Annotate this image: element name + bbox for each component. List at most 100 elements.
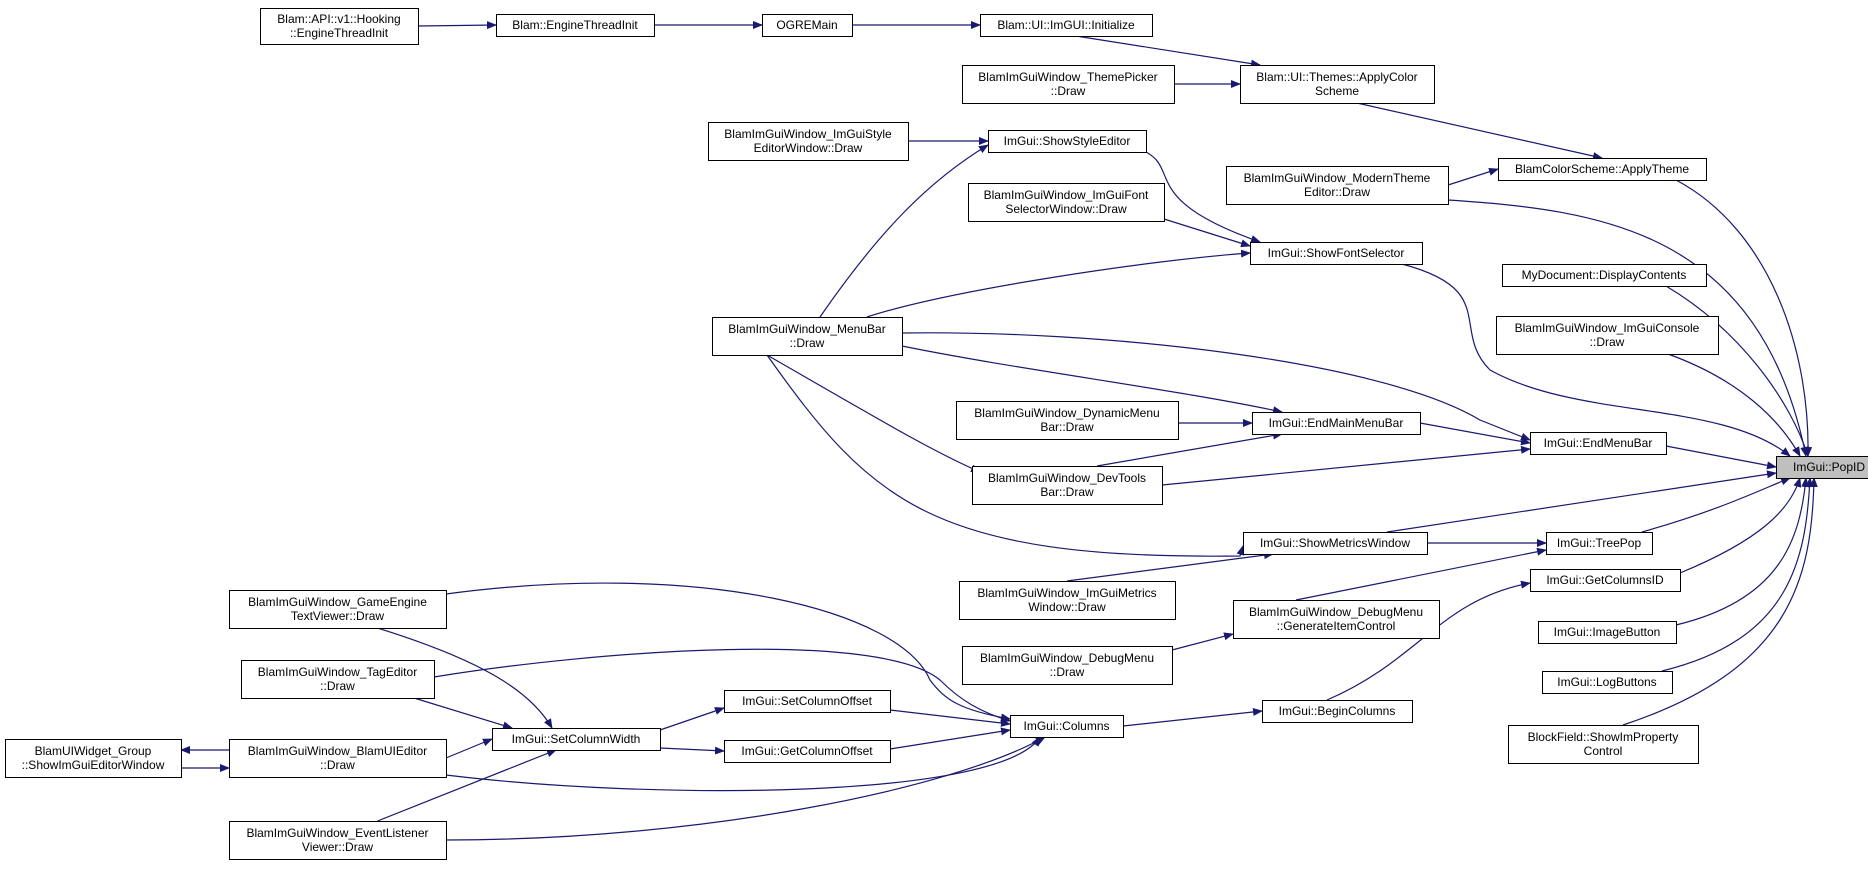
node-endmainmenubar[interactable]: ImGui::EndMainMenuBar [1252, 412, 1421, 435]
node-getcolumnoffset[interactable]: ImGui::GetColumnOffset [724, 740, 891, 763]
node-showfontselector[interactable]: ImGui::ShowFontSelector [1250, 242, 1423, 265]
node-popid[interactable]: ImGui::PopID [1776, 456, 1868, 479]
edge-blamcolorscheme-to-popid [1675, 179, 1813, 457]
node-showmetricswindow-box [1243, 532, 1428, 555]
node-tageditor-label: BlamImGuiWindow_TagEditor [258, 665, 417, 679]
node-uiinit[interactable]: Blam::UI::ImGUI::Initialize [980, 14, 1153, 37]
node-fontselectorwindow-label: BlamImGuiWindow_ImGuiFont [984, 188, 1149, 202]
node-menubar-box [712, 317, 903, 356]
node-blamuieditor[interactable]: BlamImGuiWindow_BlamUIEditor::Draw [229, 739, 447, 778]
edge-showfontselector-to-popid [1401, 263, 1791, 457]
node-setcolumnwidth-label: ImGui::SetColumnWidth [512, 732, 641, 746]
node-ogremain[interactable]: OGREMain [762, 14, 853, 37]
edge-uiinit-to-applycolor [1075, 35, 1261, 68]
node-logbuttons[interactable]: ImGui::LogButtons [1542, 671, 1673, 694]
edge-logbuttons-to-popid [1661, 477, 1814, 672]
node-blockfield-label: Control [1584, 744, 1623, 758]
node-showmetricswindow[interactable]: ImGui::ShowMetricsWindow [1243, 532, 1428, 555]
node-debugmenugen-label: ::GenerateItemControl [1277, 619, 1396, 633]
node-enginethreadinit-label: Blam::EngineThreadInit [512, 18, 638, 32]
edge-gameenginetextviewer-to-setcolumnwidth [377, 627, 553, 729]
node-showfontselector-label: ImGui::ShowFontSelector [1268, 246, 1405, 260]
node-showstyleeditor[interactable]: ImGui::ShowStyleEditor [988, 130, 1147, 153]
edge-tageditor-to-setcolumnwidth [413, 697, 513, 730]
node-debugmenugen[interactable]: BlamImGuiWindow_DebugMenu::GenerateItemC… [1233, 600, 1440, 639]
node-menubar-label: BlamImGuiWindow_MenuBar [728, 322, 885, 336]
edge-setcolumnwidth-to-getcolumnoffset [659, 746, 725, 755]
node-imagebutton[interactable]: ImGui::ImageButton [1538, 621, 1677, 644]
node-endmenubar[interactable]: ImGui::EndMenuBar [1530, 432, 1667, 455]
node-themepicker[interactable]: BlamImGuiWindow_ThemePicker::Draw [962, 65, 1175, 104]
node-uiinit-box [980, 14, 1153, 37]
node-debugmenudraw-label: ::Draw [1050, 665, 1085, 679]
node-eventlistenerviewer-label: Viewer::Draw [302, 840, 373, 854]
node-devtoolsbar-label: BlamImGuiWindow_DevTools [988, 471, 1146, 485]
node-menubar[interactable]: BlamImGuiWindow_MenuBar::Draw [712, 317, 903, 356]
edge-apihooking-to-enginethreadinit [417, 21, 497, 30]
node-uiinit-label: Blam::UI::ImGUI::Initialize [997, 18, 1135, 32]
edge-eventlistenerviewer-to-columns [445, 736, 1046, 841]
edge-showstyleeditor-to-showfontselector [1145, 151, 1261, 243]
node-getcolumnsid[interactable]: ImGui::GetColumnsID [1530, 569, 1681, 592]
node-styleeditorwindow[interactable]: BlamImGuiWindow_ImGuiStyleEditorWindow::… [708, 122, 909, 161]
node-widgetgroup[interactable]: BlamUIWidget_Group::ShowImGuiEditorWindo… [5, 739, 182, 778]
node-applycolor-box [1240, 65, 1435, 104]
node-menubar-label: ::Draw [790, 336, 825, 350]
edge-showmetricswindow-to-popid [1386, 470, 1777, 533]
edge-gameenginetextviewer-to-columns [445, 582, 1011, 722]
node-blamcolorscheme[interactable]: BlamColorScheme::ApplyTheme [1498, 158, 1707, 181]
node-columns[interactable]: ImGui::Columns [1010, 715, 1124, 738]
node-apihooking[interactable]: Blam::API::v1::Hooking::EngineThreadInit [260, 8, 419, 45]
edge-menubar-to-showmetricswindow [766, 354, 1245, 557]
node-themepicker-label: BlamImGuiWindow_ThemePicker [978, 70, 1157, 84]
edge-debugmenudraw-to-debugmenugen [1171, 632, 1234, 651]
edge-getcolumnsid-to-popid [1679, 477, 1802, 574]
edge-treepop-to-popid [1641, 477, 1791, 533]
node-mydocument[interactable]: MyDocument::DisplayContents [1502, 264, 1707, 287]
node-endmainmenubar-label: ImGui::EndMainMenuBar [1269, 416, 1404, 430]
node-fontselectorwindow-box [968, 183, 1165, 222]
node-getcolumnoffset-label: ImGui::GetColumnOffset [741, 744, 873, 758]
node-treepop[interactable]: ImGui::TreePop [1546, 532, 1653, 555]
node-gameenginetextviewer-box [229, 590, 447, 629]
node-dynamicmenubar-box [956, 401, 1179, 440]
node-debugmenudraw[interactable]: BlamImGuiWindow_DebugMenu::Draw [962, 646, 1173, 685]
node-apihooking-box [260, 8, 419, 45]
node-mydocument-label: MyDocument::DisplayContents [1522, 268, 1687, 282]
node-fontselectorwindow[interactable]: BlamImGuiWindow_ImGuiFontSelectorWindow:… [968, 183, 1165, 222]
node-modernthemeeditor-label: Editor::Draw [1304, 185, 1370, 199]
node-styleeditorwindow-label: EditorWindow::Draw [754, 141, 863, 155]
node-enginethreadinit-box [496, 14, 655, 37]
node-begincolumns[interactable]: ImGui::BeginColumns [1262, 700, 1413, 723]
edge-applycolor-to-blamcolorscheme [1356, 102, 1603, 160]
node-setcolumnwidth-box [492, 728, 661, 751]
node-getcolumnoffset-box [724, 740, 891, 763]
edge-eventlistenerviewer-to-setcolumnwidth [377, 749, 557, 822]
node-setcolumnoffset[interactable]: ImGui::SetColumnOffset [724, 690, 891, 713]
node-blamcolorscheme-label: BlamColorScheme::ApplyTheme [1515, 162, 1689, 176]
edge-menubar-to-endmenubar [901, 332, 1531, 441]
node-tageditor[interactable]: BlamImGuiWindow_TagEditor::Draw [241, 660, 435, 699]
node-columns-box [1010, 715, 1124, 738]
node-imguimetricswindow-label: Window::Draw [1028, 600, 1106, 614]
edges [180, 21, 1818, 841]
node-logbuttons-label: ImGui::LogButtons [1557, 675, 1656, 689]
node-enginethreadinit[interactable]: Blam::EngineThreadInit [496, 14, 655, 37]
node-devtoolsbar-box [972, 466, 1163, 505]
node-modernthemeeditor-label: BlamImGuiWindow_ModernTheme [1244, 171, 1431, 185]
node-gameenginetextviewer[interactable]: BlamImGuiWindow_GameEngineTextViewer::Dr… [229, 590, 447, 629]
edge-modernthemeeditor-to-popid [1447, 199, 1809, 457]
node-eventlistenerviewer[interactable]: BlamImGuiWindow_EventListenerViewer::Dra… [229, 821, 447, 860]
node-logbuttons-box [1542, 671, 1673, 694]
node-setcolumnwidth[interactable]: ImGui::SetColumnWidth [492, 728, 661, 751]
node-imguiconsole-label: BlamImGuiWindow_ImGuiConsole [1515, 321, 1700, 335]
node-endmenubar-label: ImGui::EndMenuBar [1544, 436, 1653, 450]
node-imguiconsole[interactable]: BlamImGuiWindow_ImGuiConsole::Draw [1496, 316, 1719, 355]
